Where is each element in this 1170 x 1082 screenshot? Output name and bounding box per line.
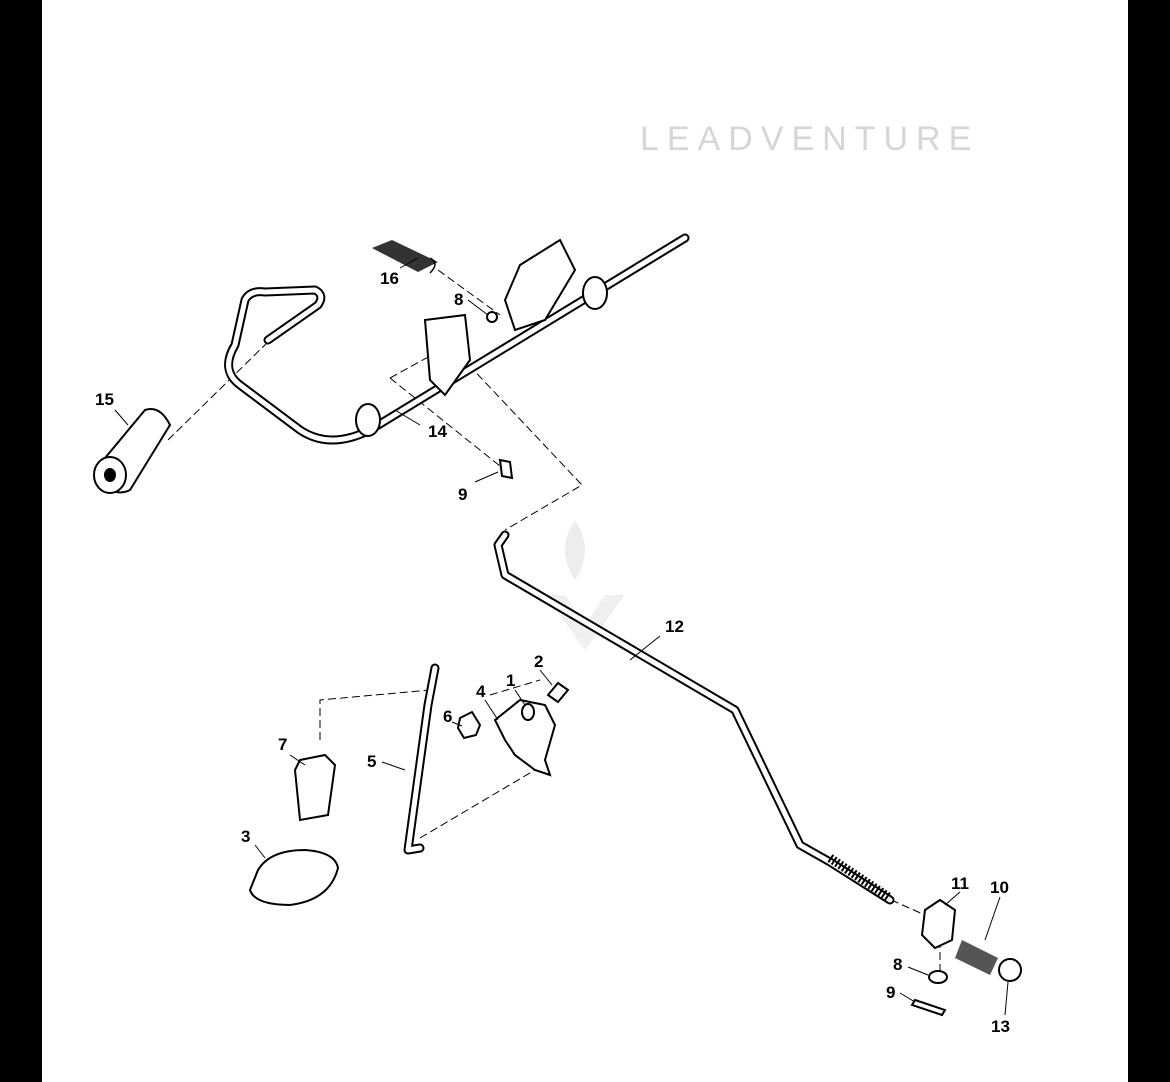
- callout-15: 15: [95, 390, 114, 409]
- callout-9-bottom: 9: [886, 983, 895, 1002]
- callout-8-top: 8: [454, 290, 463, 309]
- callout-3: 3: [241, 827, 250, 846]
- clip-part-7: [293, 753, 337, 822]
- clip-part-9: [498, 458, 514, 480]
- callout-4: 4: [476, 682, 486, 701]
- grip-part-15: [93, 408, 172, 494]
- callout-10: 10: [990, 878, 1009, 897]
- washer-part-8b: [928, 970, 948, 984]
- callout-5: 5: [367, 752, 376, 771]
- nut-part-6: [456, 710, 482, 740]
- pedal-pad-part-3: [248, 848, 340, 907]
- callout-7: 7: [278, 735, 287, 754]
- watermark-logo: [545, 520, 625, 650]
- exploded-view-drawing: 15 16 8 14 9 12 2 1 4 6 5 7 3 11 10 8 9 …: [93, 120, 1022, 1036]
- callout-13: 13: [991, 1017, 1010, 1036]
- pedal-shaft-part-14: [224, 233, 690, 445]
- callouts: 15 16 8 14 9 12 2 1 4 6 5 7 3 11 10 8 9 …: [95, 269, 1010, 1036]
- callout-6: 6: [443, 707, 452, 726]
- washer-part-8: [486, 311, 498, 323]
- callout-leaders: [114, 257, 1009, 1016]
- swivel-block-part-11: [920, 898, 957, 950]
- watermark-text: LEADVENTURE: [640, 120, 979, 158]
- spring-part-10: [955, 940, 998, 975]
- callout-8-bottom: 8: [893, 955, 902, 974]
- callout-9-top: 9: [458, 485, 467, 504]
- callout-14: 14: [428, 422, 447, 441]
- clip-part-9b: [910, 998, 947, 1017]
- spring-part-16: [372, 240, 438, 274]
- control-rod-part-12: [493, 530, 895, 905]
- nut-part-13: [998, 958, 1022, 982]
- callout-1: 1: [506, 671, 515, 690]
- callout-12: 12: [665, 617, 684, 636]
- clip-part-1: [521, 703, 535, 721]
- callout-2: 2: [534, 652, 543, 671]
- link-rod-part-5: [403, 663, 440, 855]
- callout-16: 16: [380, 269, 399, 288]
- bracket-part-4: [493, 698, 557, 777]
- bolt-part-2: [546, 681, 570, 704]
- callout-11: 11: [951, 874, 969, 893]
- assembly-lines: [167, 269, 941, 975]
- diagram-canvas: 15 16 8 14 9 12 2 1 4 6 5 7 3 11 10 8 9 …: [42, 0, 1128, 1082]
